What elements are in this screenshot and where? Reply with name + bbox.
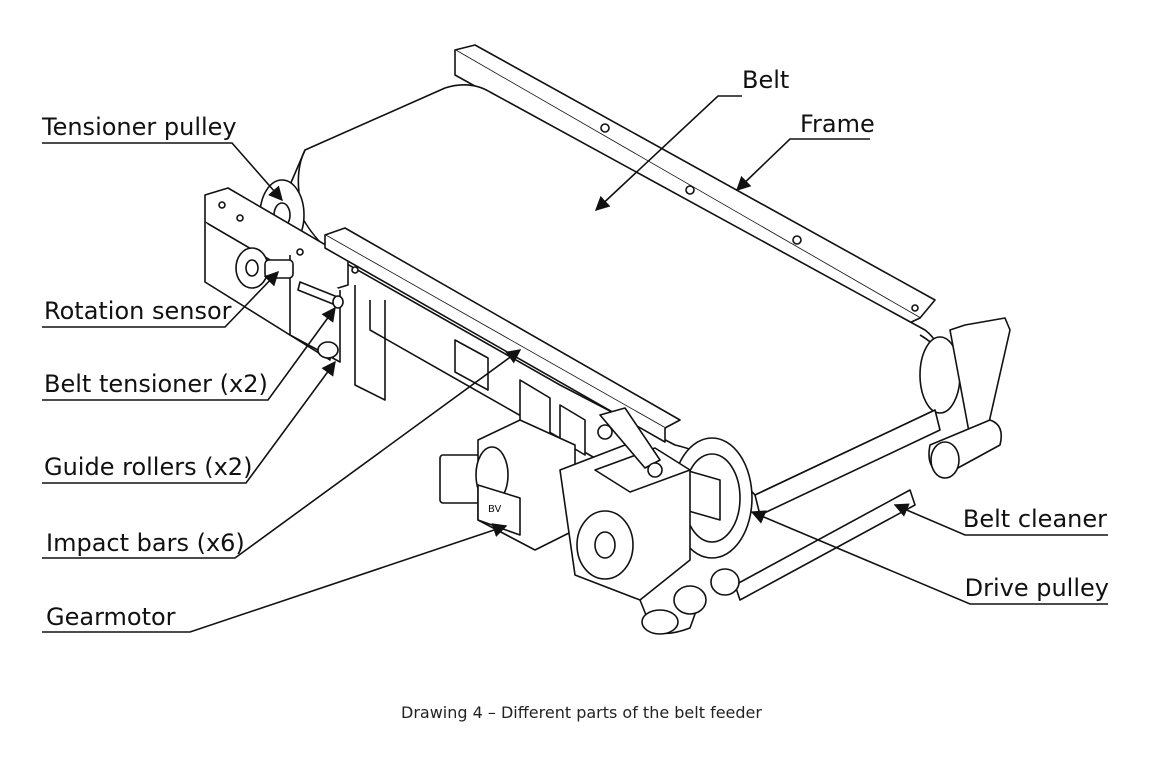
label-impact-bars: Impact bars (x6) bbox=[46, 529, 245, 557]
belt-cleaner bbox=[734, 317, 1011, 601]
gearmotor: BV bbox=[439, 419, 740, 635]
belt-tensioner bbox=[297, 281, 344, 309]
leader-frame bbox=[735, 138, 870, 191]
label-belt-tensioner: Belt tensioner (x2) bbox=[44, 370, 268, 398]
label-belt: Belt bbox=[742, 66, 790, 94]
svg-text:BV: BV bbox=[488, 504, 502, 515]
label-tensioner-pulley: Tensioner pulley bbox=[42, 113, 237, 141]
leader-impact-bars bbox=[42, 349, 522, 559]
leader-gearmotor bbox=[42, 523, 508, 633]
label-rotation-sensor: Rotation sensor bbox=[44, 297, 232, 325]
label-gearmotor: Gearmotor bbox=[46, 603, 176, 631]
figure-caption: Drawing 4 – Different parts of the belt … bbox=[401, 703, 762, 722]
leader-belt-tensioner bbox=[42, 306, 336, 401]
label-guide-rollers: Guide rollers (x2) bbox=[44, 453, 253, 481]
leader-drive-pulley bbox=[750, 510, 1108, 605]
leader-tensioner-pulley bbox=[42, 142, 283, 202]
side-frame bbox=[204, 187, 386, 401]
leader-rotation-sensor bbox=[42, 270, 279, 328]
label-frame: Frame bbox=[800, 110, 875, 138]
label-drive-pulley: Drive pulley bbox=[964, 574, 1109, 602]
motor-arm bbox=[597, 407, 663, 478]
machine-illustration: BV bbox=[204, 44, 1011, 635]
leader-lines bbox=[42, 95, 1108, 633]
guide-roller bbox=[317, 341, 339, 359]
frame bbox=[454, 44, 936, 326]
drive-pulley bbox=[671, 437, 753, 559]
label-belt-cleaner: Belt cleaner bbox=[962, 505, 1107, 533]
leader-guide-rollers bbox=[42, 360, 336, 484]
leader-belt bbox=[594, 95, 742, 211]
leader-belt-cleaner bbox=[893, 503, 1108, 536]
